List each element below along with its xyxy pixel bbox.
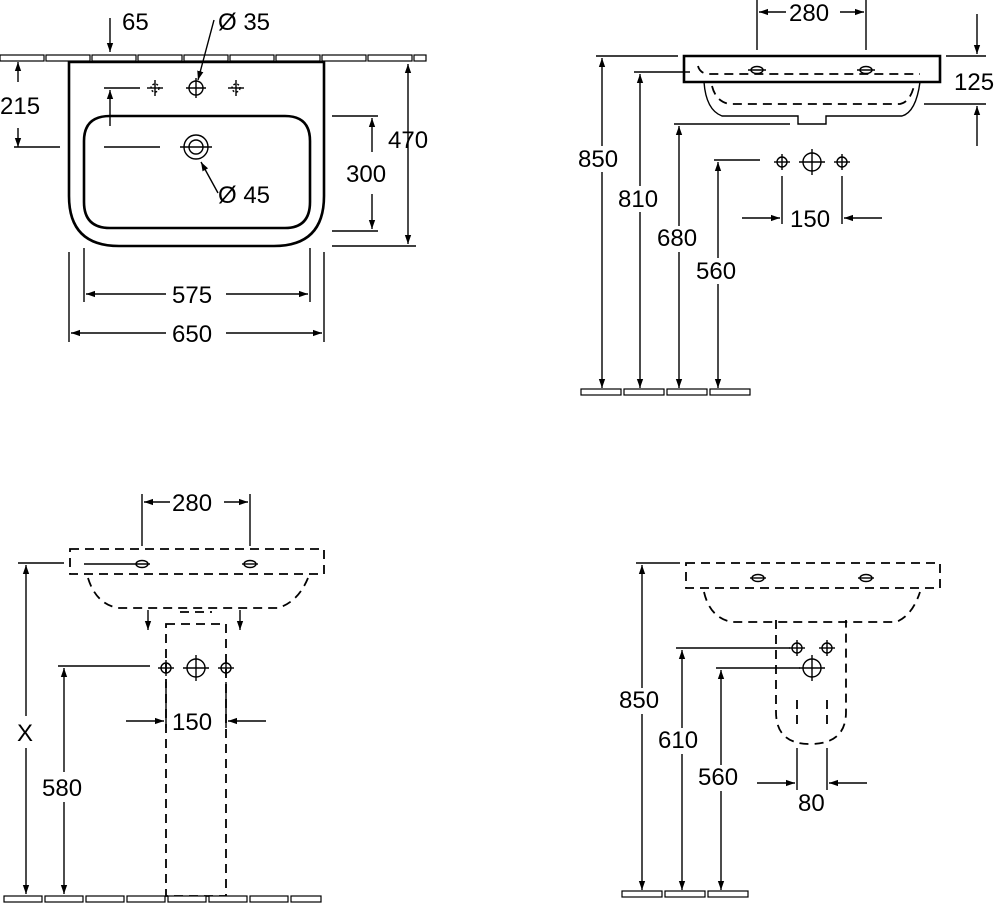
tap-hole-right [228, 80, 244, 96]
label-850-bottom: 850 [619, 687, 659, 714]
semi-pedestal-connections [789, 640, 835, 681]
tap-hole-left [147, 80, 163, 96]
label-680: 680 [657, 225, 697, 252]
label-80: 80 [798, 790, 825, 817]
floor-band [580, 388, 751, 396]
label-125: 125 [954, 69, 994, 96]
label-850-top: 850 [578, 146, 618, 173]
label-x: X [17, 720, 33, 747]
label-280-top: 280 [789, 0, 829, 27]
drain [104, 134, 212, 160]
label-580: 580 [42, 775, 82, 802]
semi-pedestal-view: 80 850 610 560 [618, 562, 941, 898]
label-610: 610 [658, 727, 698, 754]
label-dia45: Ø 45 [218, 182, 270, 209]
basin-underside [703, 81, 921, 125]
label-575: 575 [172, 282, 212, 309]
floor-band-ped [3, 895, 322, 903]
label-150-ped: 150 [172, 709, 212, 736]
floor-band-semi [621, 890, 749, 898]
label-65: 65 [122, 9, 149, 36]
plan-view: 65 Ø 35 215 470 300 Ø 45 575 650 [0, 9, 428, 348]
label-560-bottom: 560 [698, 764, 738, 791]
basin-dashed-right [685, 562, 941, 589]
bowl-outline [82, 114, 312, 230]
semi-pedestal [775, 620, 847, 745]
label-215: 215 [0, 93, 40, 120]
label-150-top: 150 [790, 206, 830, 233]
tap-hole-center [186, 78, 206, 98]
label-280-ped: 280 [172, 490, 212, 517]
label-650: 650 [172, 321, 212, 348]
basin-dashed [69, 548, 325, 575]
wall-band [0, 54, 427, 62]
label-810: 810 [618, 186, 658, 213]
wall-connections [774, 149, 850, 175]
basin-outline [67, 60, 326, 248]
basin-front [682, 54, 942, 84]
front-view-wall: 280 125 150 [578, 0, 994, 396]
pedestal-view: 280 150 X 580 [3, 490, 325, 903]
label-300: 300 [346, 161, 386, 188]
label-560-top: 560 [696, 258, 736, 285]
label-470: 470 [388, 127, 428, 154]
pedestal-connections [158, 655, 234, 681]
label-dia35: Ø 35 [218, 9, 270, 36]
